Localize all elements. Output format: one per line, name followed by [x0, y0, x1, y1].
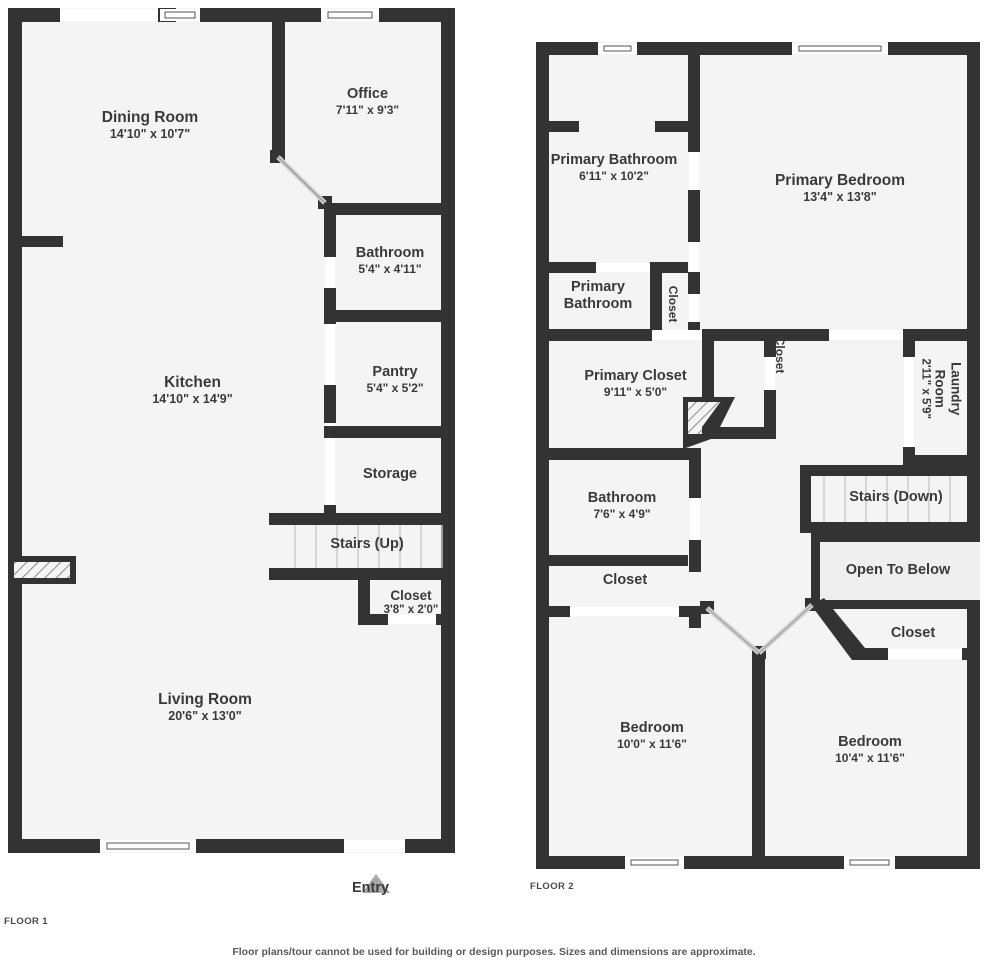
floor2-bathroom-door [690, 498, 700, 540]
floor2-angled-wall [683, 439, 711, 449]
floor1-window-top-right [321, 9, 379, 21]
floor1-opening-top [60, 9, 158, 21]
floor2-laundry-door [904, 357, 914, 447]
disclaimer-text: Floor plans/tour cannot be used for buil… [232, 946, 756, 958]
floor2-primarybath-divider [536, 262, 688, 337]
floor1-window-bottom [100, 840, 196, 852]
floor1-exterior-walls [8, 8, 455, 853]
floor2-stairs-down-walls [800, 465, 980, 533]
floor2-bathroom-walls [536, 448, 701, 572]
entry-label: Entry [352, 880, 390, 896]
floor-2-group [536, 42, 980, 869]
floor2-window-top-left [598, 43, 637, 54]
floor2-stairs-down-treads [823, 476, 951, 522]
floor1-service-door-openings [325, 257, 335, 505]
floor2-mid-openings [652, 330, 903, 340]
floor2-primarybath-lower-door [596, 263, 650, 272]
floor1-closet-door [388, 615, 436, 624]
floor2-window-bottom-left [625, 857, 684, 868]
entry-arrow-icon [362, 874, 390, 893]
floor2-exterior-walls [536, 42, 980, 869]
floor2-laundry-walls [903, 329, 980, 467]
floor-1-group [8, 8, 455, 853]
floor2-bedroom-divider [752, 650, 765, 869]
floor1-door-office [270, 150, 332, 209]
floor-2-tag: FLOOR 2 [530, 881, 574, 892]
floor2-mid-horizontal-wall [536, 329, 980, 341]
floor2-closet-center-door [765, 357, 775, 390]
floor1-entry-opening [344, 840, 405, 852]
floor2-bedroom-doors [700, 598, 819, 659]
floor2-primary-door-openings [689, 152, 699, 322]
floor1-wall-dining-office [272, 8, 285, 160]
floor2-closet-under-bath-walls [536, 606, 701, 628]
floor2-primarybath-stubs [536, 121, 700, 132]
floor2-closet-right-door [888, 649, 962, 659]
floor2-window-bottom-right [844, 857, 895, 868]
floor1-stairs-up-treads [294, 525, 443, 568]
floor2-angled-chase [683, 397, 735, 439]
floor2-closet-angled-wall [811, 598, 865, 660]
floor2-window-top-right [792, 43, 888, 54]
floor1-fireplace [8, 556, 76, 584]
floor2-open-to-below [811, 533, 980, 609]
floor-1-tag: FLOOR 1 [4, 916, 48, 927]
floor1-window-top-left [160, 9, 200, 21]
floor2-closet-under-bath-door [570, 607, 679, 616]
floor1-stub-wall-left [8, 236, 63, 247]
floor1-closet-walls [358, 568, 455, 625]
